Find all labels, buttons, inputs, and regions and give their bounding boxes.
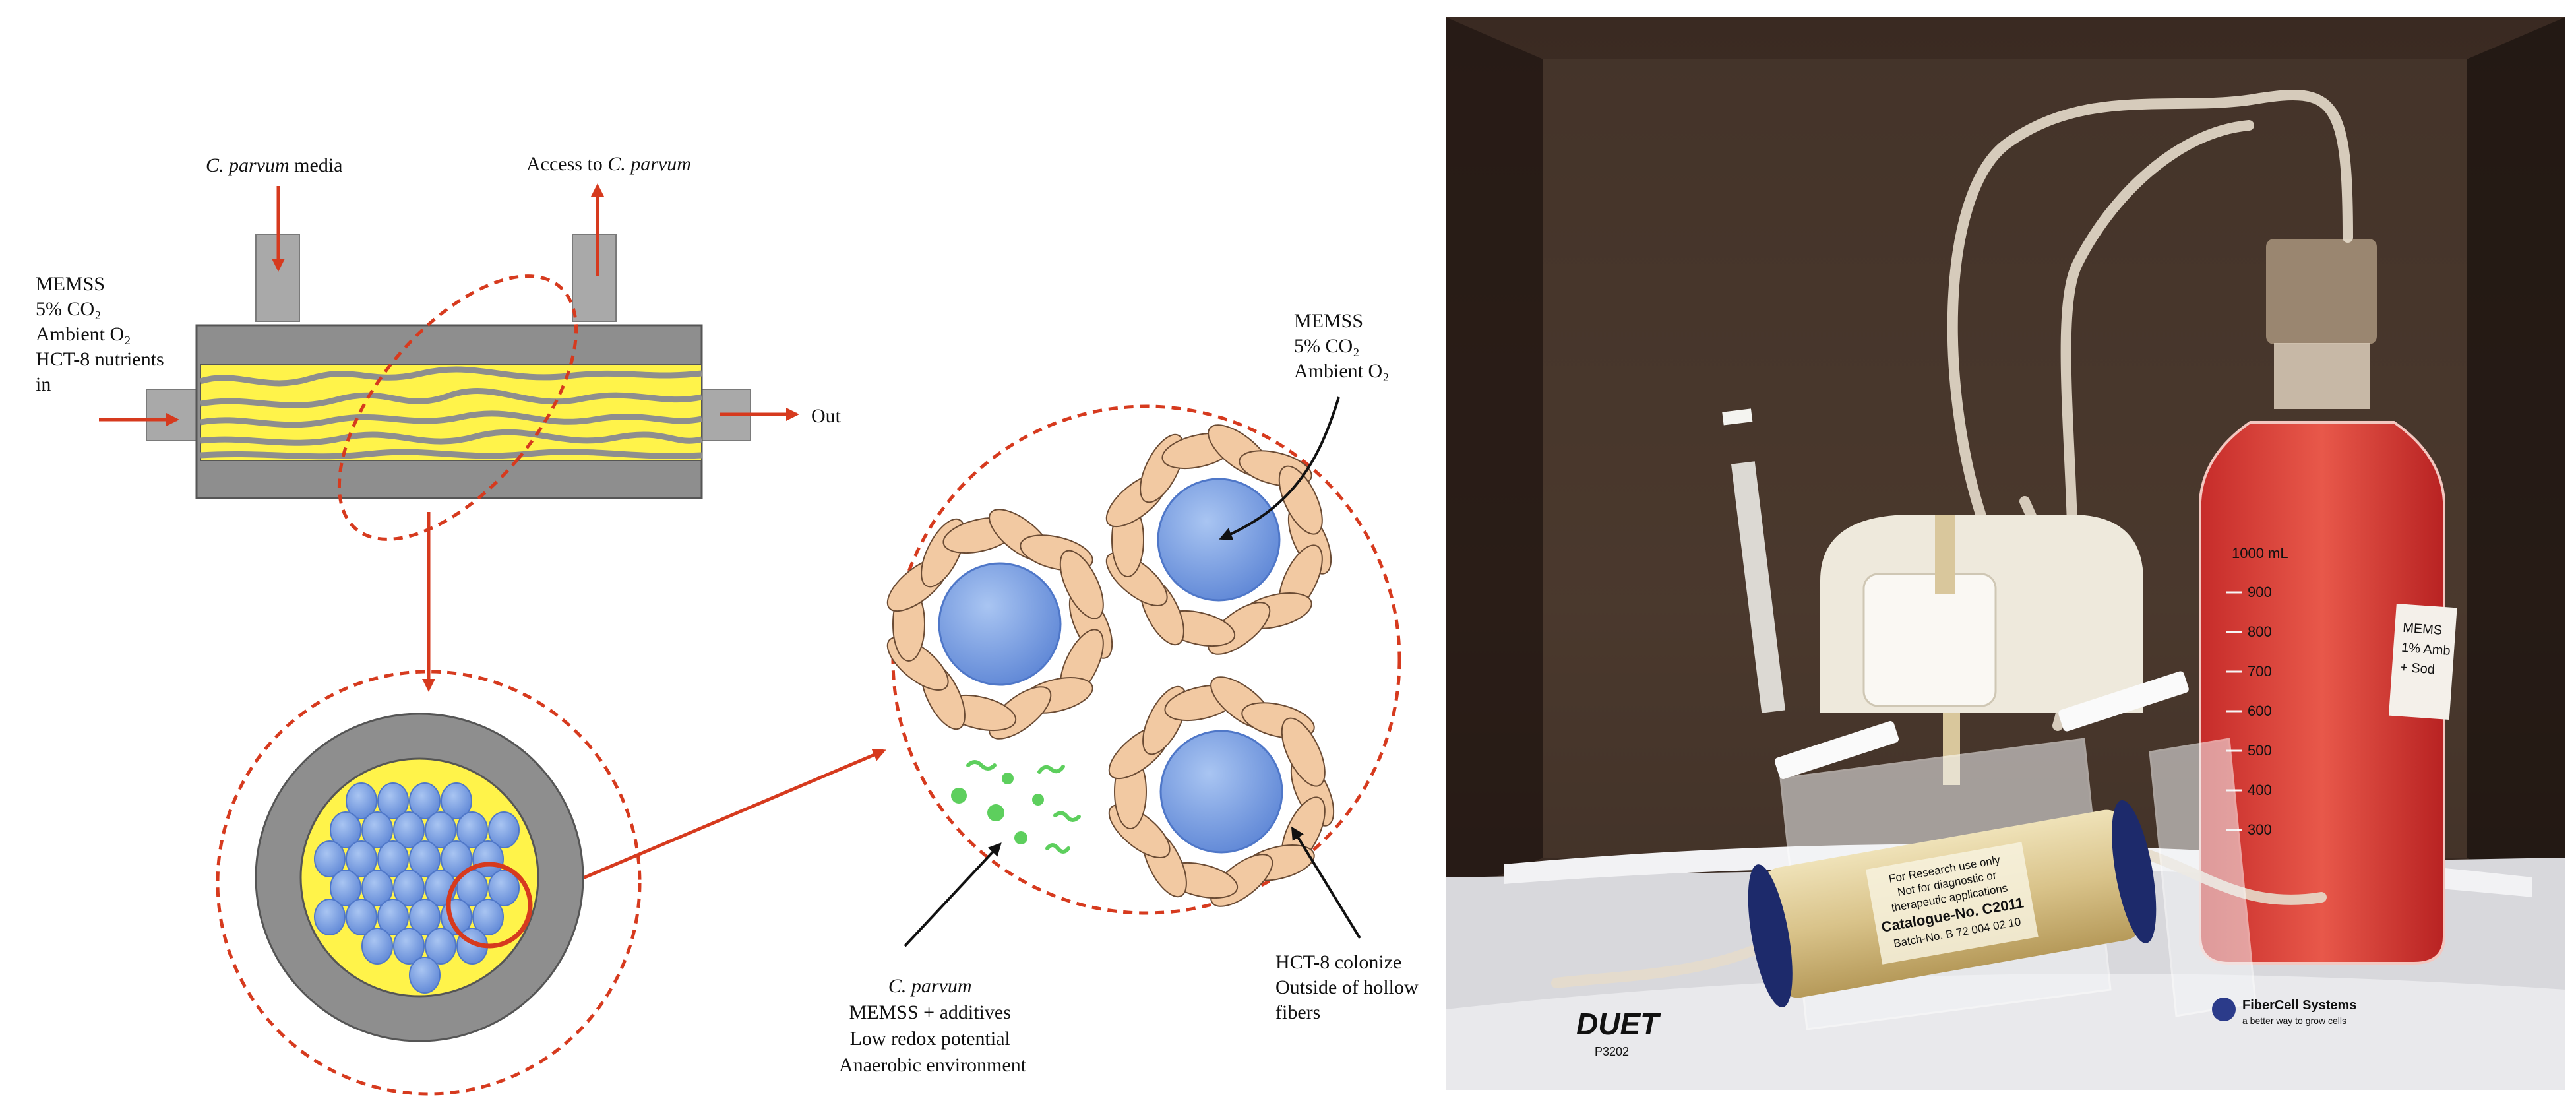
flow-arrows	[99, 183, 886, 902]
tray-front	[1446, 974, 2565, 1090]
bottle-label	[2388, 603, 2457, 720]
media-bottle: MEMS 1% Amb + Sod 1000 mL 900 800 700 600 50…	[2199, 239, 2457, 965]
pump-cover	[1862, 573, 1997, 707]
bottle-tick-label: 700	[2248, 663, 2272, 680]
hollow-fiber-dot	[409, 899, 441, 935]
hollow-fiber-dot	[361, 811, 393, 848]
fiber-clusters	[886, 424, 1335, 907]
hollow-fiber-dot	[441, 782, 472, 819]
pump-shaft	[1935, 515, 1955, 594]
hollow-fiber-dot	[361, 870, 393, 906]
cross-section	[216, 670, 642, 1096]
hollow-fiber-dot	[314, 840, 346, 877]
bottle-handwriting: MEMS 1% Amb + Sod	[2399, 621, 2456, 678]
section-cut-ellipse	[337, 274, 578, 541]
access-label: Access to C. parvum	[526, 153, 691, 175]
syringe-plunger	[1722, 408, 1753, 426]
syringe	[1722, 408, 1786, 713]
fiber-bed	[200, 364, 702, 461]
hct8-cell	[1281, 717, 1326, 787]
hct8-cell	[1059, 550, 1104, 619]
bottle-scale: 900 800 700 600 500 400 300	[2226, 584, 2272, 838]
hollow-fiber	[1157, 478, 1281, 602]
company-logo	[2212, 998, 2236, 1021]
hollow-fiber-dot	[393, 870, 425, 906]
outlet-label: Out	[811, 405, 842, 427]
inlet-conditions-label: MEMSS 5% CO₂ Ambient O₂ HCT-8 nutrients …	[36, 273, 169, 395]
hollow-fiber-dot	[393, 811, 425, 848]
bottle-cap	[2266, 239, 2377, 344]
bottle-volume: 1000 mL	[2232, 545, 2288, 561]
hollow-fiber-dot	[488, 870, 520, 906]
bottle-neck	[2274, 343, 2370, 409]
hollow-fiber-dot	[488, 811, 520, 848]
hollow-fiber-dot	[409, 782, 441, 819]
holder-clip-right	[2058, 671, 2189, 732]
hollow-fiber-dot	[330, 811, 361, 848]
hollow-fiber	[1159, 730, 1283, 854]
bottle-tick-label: 300	[2248, 821, 2272, 838]
media-label: C. parvum media	[206, 154, 342, 176]
cross-section-dashed-border	[216, 670, 642, 1096]
pump-model: P3202	[1595, 1045, 1629, 1058]
pump-brand: DUET	[1576, 1007, 1661, 1041]
hct8-label: HCT-8 colonize Outside of hollow fibers	[1275, 951, 1423, 1023]
cartridge-label	[1865, 842, 2039, 965]
parvum-conditions-label: C. parvum MEMSS + additives Low redox po…	[839, 975, 1027, 1076]
hollow-fiber-dot	[456, 811, 488, 848]
bioreactor-photo: MEMS 1% Amb + Sod 1000 mL 900 800 700 600 50…	[1446, 17, 2565, 1090]
cabinet-right-wall	[2467, 17, 2565, 910]
hollow-fibers	[199, 366, 702, 460]
company-name: FiberCell Systems	[2242, 998, 2356, 1013]
side-port-left	[146, 389, 201, 441]
hollow-fiber-dot	[346, 782, 377, 819]
company-tagline: a better way to grow cells	[2242, 1015, 2346, 1026]
zoom-detail	[886, 404, 1401, 915]
bottle-body	[2199, 421, 2445, 965]
bottle-tick-label: 900	[2248, 584, 2272, 600]
hollow-fiber-cartridge: For Research use only Not for diagnostic…	[1748, 800, 2157, 1008]
bottle-tick-label: 400	[2248, 782, 2272, 798]
zoom-highlight-ring	[446, 862, 533, 949]
hollow-fiber-dot	[409, 957, 441, 994]
hollow-fiber-dot	[377, 899, 409, 935]
bottle-tick-label: 500	[2248, 742, 2272, 759]
bottle-tick-label: 800	[2248, 623, 2272, 640]
hollow-fiber-dot	[346, 899, 377, 935]
hollow-fiber-dot	[361, 928, 393, 965]
hollow-fiber-dot	[314, 899, 346, 935]
callout-arrows	[904, 396, 1361, 947]
top-port-right	[572, 234, 617, 322]
hollow-fiber-dot	[425, 811, 456, 848]
hollow-fiber-dot	[393, 928, 425, 965]
hollow-fiber-dot	[377, 840, 409, 877]
hollow-fiber-dot	[472, 840, 504, 877]
cabinet-left-wall	[1446, 17, 1543, 897]
parvum-callout-arrow	[904, 842, 1002, 947]
hollow-fiber-dot	[346, 840, 377, 877]
hollow-fiber-dot	[377, 782, 409, 819]
cartridge-end-left	[1748, 864, 1793, 1008]
zoom-conditions-label: MEMSS 5% CO₂ Ambient O₂	[1294, 310, 1390, 382]
hollow-fiber-dot	[425, 928, 456, 965]
syringe-barrel	[1731, 461, 1786, 713]
zoom-arrow	[531, 749, 886, 902]
hct8-callout-arrow	[1291, 826, 1361, 939]
fiber-dots	[314, 782, 520, 994]
hollow-fiber-dot	[409, 840, 441, 877]
memss-callout-arrow	[1219, 396, 1340, 540]
hollow-fiber	[938, 562, 1062, 686]
peristaltic-pump	[1820, 515, 2143, 785]
hollow-fiber-dot	[472, 899, 504, 935]
cartridge-end-right	[2112, 800, 2157, 943]
parvum-organisms	[951, 760, 1081, 854]
hollow-fiber-dot	[330, 870, 361, 906]
bioreactor-schematic	[146, 234, 751, 541]
bottle-tick-label: 600	[2248, 703, 2272, 719]
holder-clip-left	[1774, 721, 1899, 779]
hct8-cell	[1278, 465, 1323, 535]
hollow-fiber-dot	[441, 840, 472, 877]
